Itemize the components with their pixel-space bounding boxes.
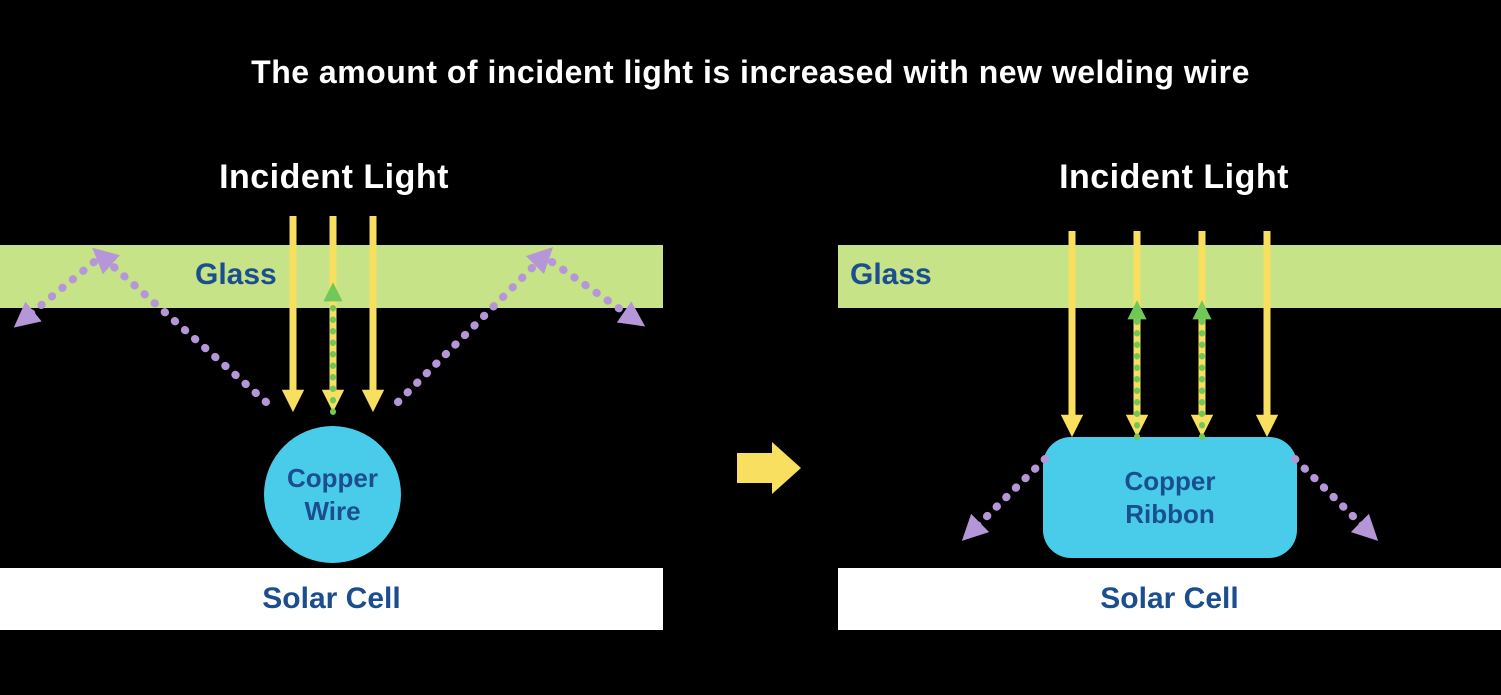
right-glass-band [838,245,1501,308]
left-glass-label: Glass [195,258,277,291]
left-solar-cell: Solar Cell [0,568,663,630]
left-incident-light-label: Incident Light [219,158,449,196]
copper-wire-shape: Copper Wire [264,426,401,563]
copper-wire-label-line2: Wire [304,495,361,526]
left-glass-band [0,245,663,308]
right-solar-cell-label: Solar Cell [1100,582,1239,615]
copper-ribbon-label-line1: Copper [1124,465,1216,496]
copper-ribbon-label-line2: Ribbon [1125,498,1215,529]
left-solar-cell-label: Solar Cell [262,582,401,615]
diagram-title: The amount of incident light is increase… [251,54,1250,90]
transition-arrow [737,442,801,494]
right-solar-cell: Solar Cell [838,568,1501,630]
copper-ribbon-shape: Copper Ribbon [1043,437,1297,558]
copper-ribbon-label: Copper Ribbon [1043,437,1297,558]
scattered-ray-arrow [1291,455,1379,541]
right-glass-label: Glass [850,258,932,291]
right-reflected-ray-arrows [1127,300,1212,440]
copper-wire-label: Copper Wire [264,426,401,563]
right-incident-light-label: Incident Light [1059,158,1289,196]
copper-wire-label-line1: Copper [287,462,378,493]
scattered-ray-arrow [961,455,1049,541]
